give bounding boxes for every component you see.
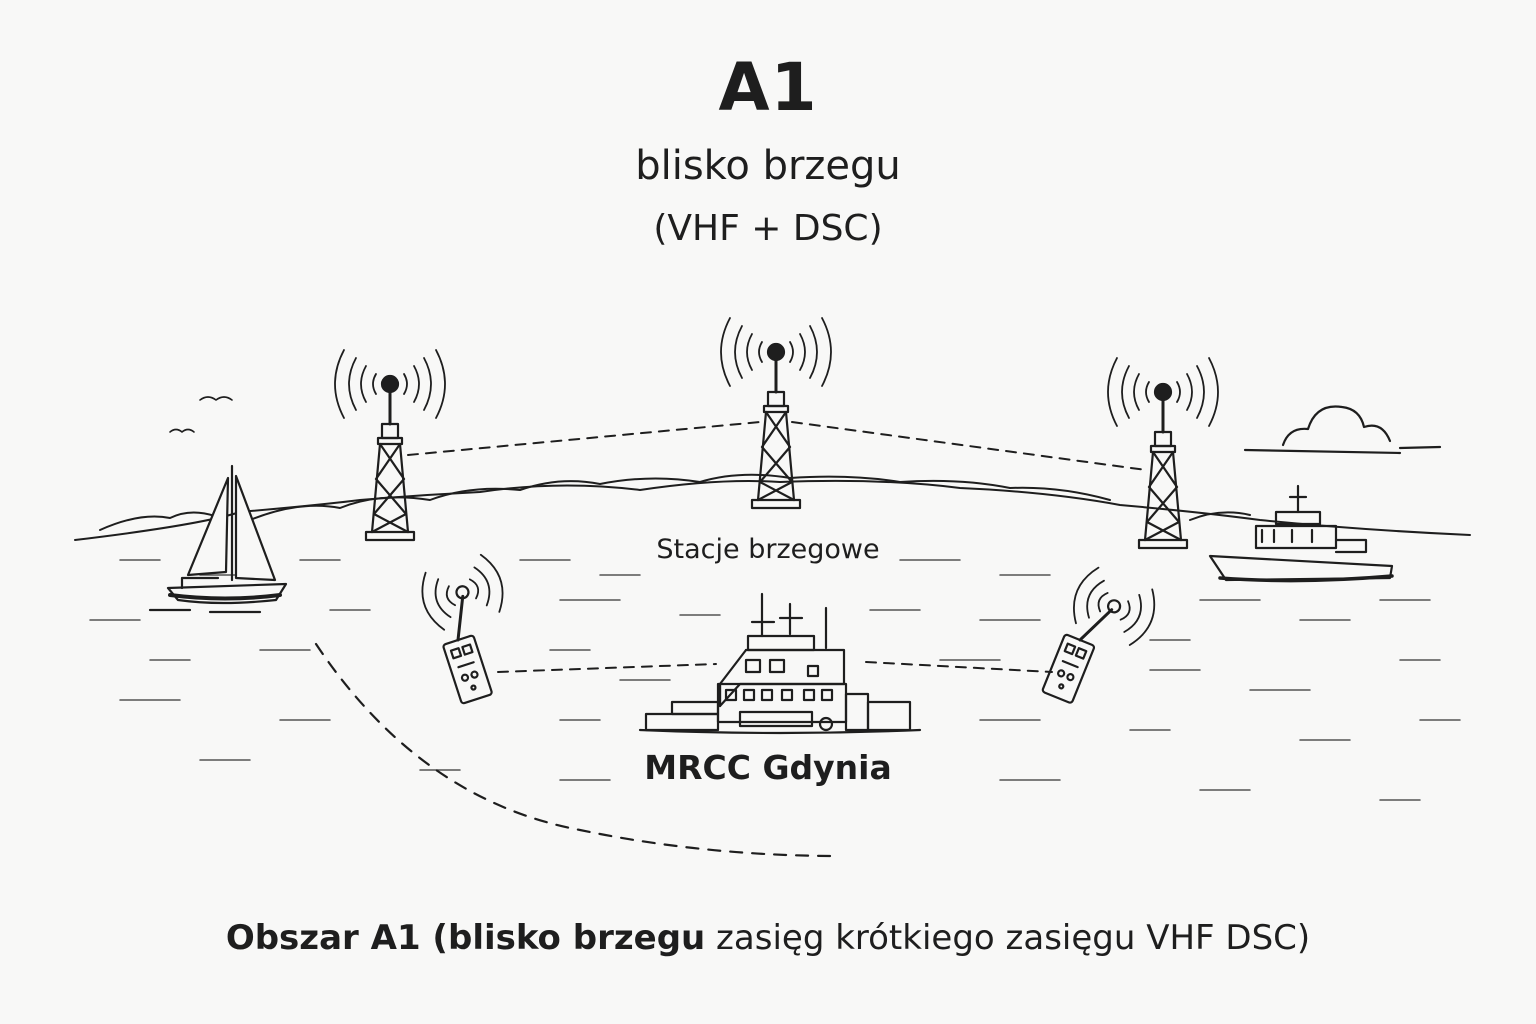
mrcc-label: MRCC Gdynia xyxy=(644,748,892,787)
title-block: A1 blisko brzegu (VHF + DSC) xyxy=(0,48,1536,254)
systems-caption: (VHF + DSC) xyxy=(653,208,883,249)
shore-station-right xyxy=(1106,356,1220,550)
motor-yacht-icon xyxy=(1208,484,1394,583)
page-subtitle: blisko brzegu xyxy=(635,143,901,189)
sailboat-icon xyxy=(148,464,288,614)
page-title: A1 xyxy=(718,49,818,126)
footer-caption: Obszar A1 (blisko brzegu zasięg krótkieg… xyxy=(0,918,1536,958)
shore-stations-label: Stacje brzegowe xyxy=(656,534,880,565)
shore-station-center xyxy=(719,316,833,510)
shore-station-left xyxy=(333,348,447,542)
range-boundary-arc xyxy=(314,642,832,858)
station-links xyxy=(407,421,1147,673)
footer-caption-bold: Obszar A1 (blisko brzegu xyxy=(225,918,706,958)
water-waves xyxy=(89,559,1461,801)
distress-beacon-left xyxy=(413,549,535,707)
cloud-icon xyxy=(1243,405,1442,455)
mrcc-ship-icon xyxy=(638,592,922,735)
footer-caption-regular: zasięg krótkiego zasięgu VHF DSC) xyxy=(705,918,1311,958)
distress-beacon-right xyxy=(1035,562,1164,722)
birds-icon xyxy=(169,396,233,433)
